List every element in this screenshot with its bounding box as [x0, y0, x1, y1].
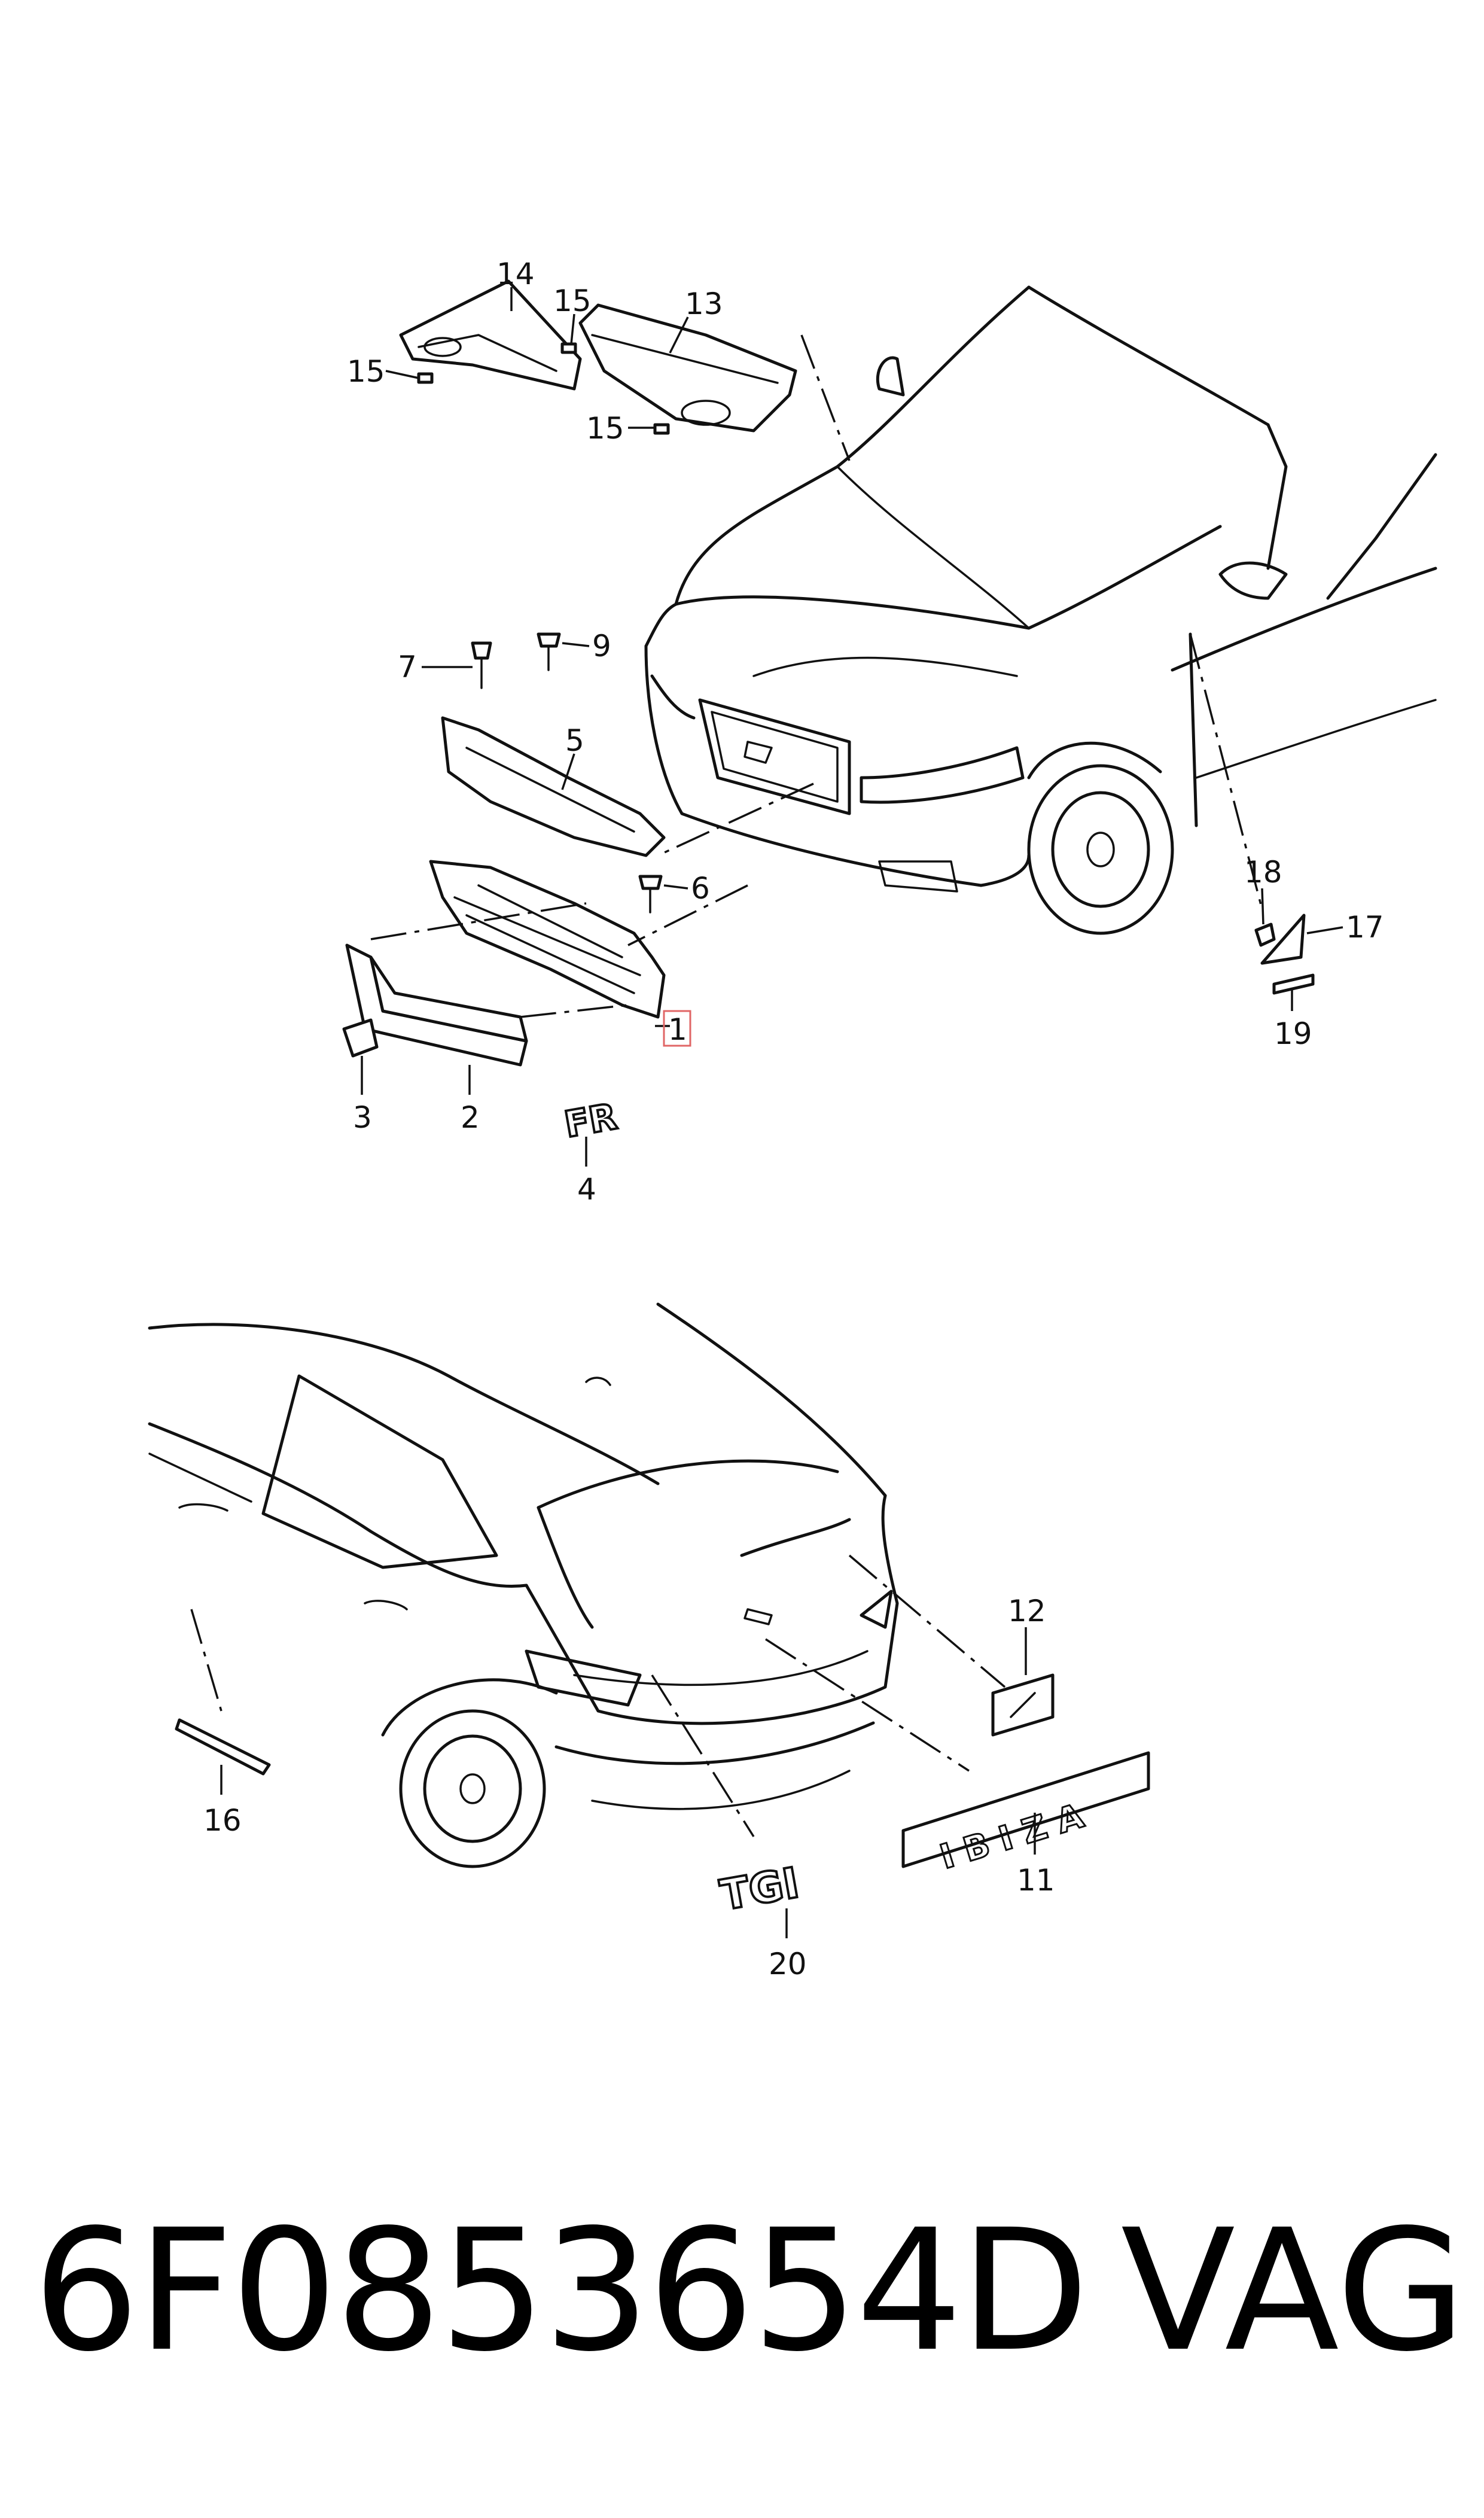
- rear-car-illustration: [148, 1302, 899, 1868]
- callout-14[interactable]: 14: [496, 257, 535, 291]
- callout-12[interactable]: 12: [1008, 1594, 1046, 1628]
- callout-15a[interactable]: 15: [553, 284, 592, 318]
- callout-1[interactable]: 1: [668, 1012, 687, 1047]
- manufacturer-label: VAG: [1120, 2194, 1466, 2389]
- callout-16[interactable]: 16: [203, 1803, 242, 1838]
- callout-9[interactable]: 9: [592, 629, 611, 663]
- part-number: 6F0853654D: [33, 2194, 1089, 2389]
- cowl-panel-assembly: [399, 279, 797, 435]
- front-car-illustration: [644, 285, 1437, 935]
- callout-5[interactable]: 5: [565, 723, 584, 758]
- callout-15c[interactable]: 15: [586, 411, 624, 446]
- tgi-emblem-text: TGI: [717, 1858, 802, 1920]
- callout-20[interactable]: 20: [769, 1947, 807, 1981]
- callout-leaders: [220, 287, 1343, 1938]
- callout-13[interactable]: 13: [685, 287, 723, 321]
- callout-1-highlight-box: [663, 1010, 691, 1047]
- callout-6[interactable]: 6: [691, 871, 710, 906]
- fr-emblem-text: FR: [562, 1096, 620, 1146]
- callout-4[interactable]: 4: [577, 1172, 596, 1207]
- callout-labels[interactable]: 1 2 3 4 5 6 7 9 11 12 13 14 15 15 15 16 …: [203, 257, 1384, 1981]
- callout-7[interactable]: 7: [398, 650, 417, 684]
- callout-15b[interactable]: 15: [347, 354, 385, 389]
- callout-17[interactable]: 17: [1346, 910, 1384, 945]
- callout-11[interactable]: 11: [1017, 1863, 1055, 1898]
- callout-19[interactable]: 19: [1274, 1016, 1312, 1051]
- callout-2[interactable]: 2: [461, 1100, 480, 1135]
- callout-3[interactable]: 3: [353, 1100, 372, 1135]
- side-trim-parts: [1254, 914, 1315, 995]
- grille-assembly: FR: [342, 334, 1263, 1147]
- rear-emblems: I B I Z A TGI: [175, 1554, 1150, 1921]
- callout-18[interactable]: 18: [1244, 855, 1282, 890]
